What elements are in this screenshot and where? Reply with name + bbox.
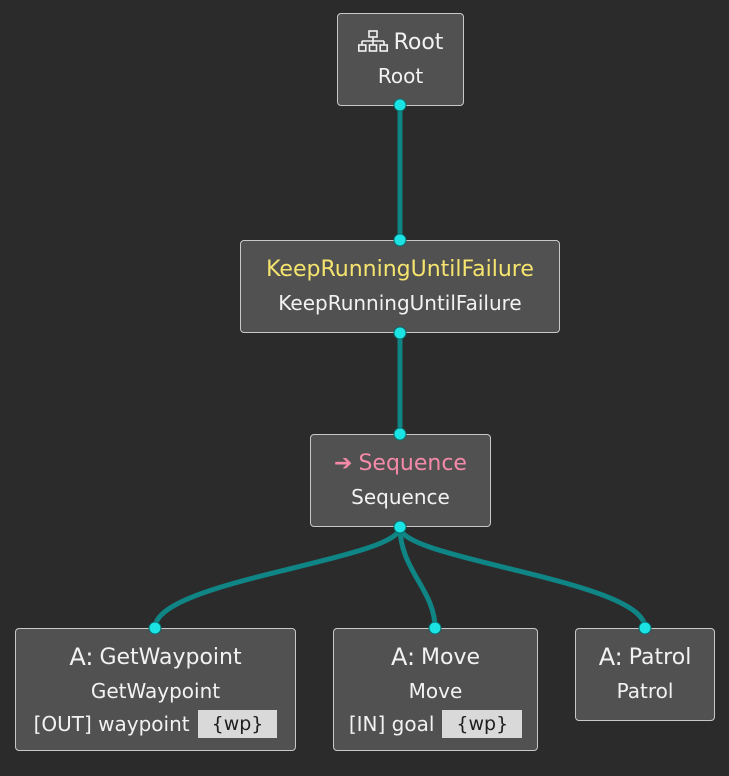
- root-title: Root: [393, 29, 444, 55]
- edge-sequence-patrol: [397, 524, 648, 631]
- get-waypoint-input-port[interactable]: [148, 621, 162, 635]
- root-output-port[interactable]: [393, 98, 407, 112]
- get-waypoint-port-label: [OUT] waypoint: [33, 712, 190, 736]
- sequence-output-port[interactable]: [393, 520, 407, 534]
- move-port-value[interactable]: {wp}: [442, 710, 523, 738]
- root-name: Root: [377, 64, 424, 88]
- action-prefix: A:: [598, 643, 623, 671]
- sequence-node[interactable]: ➔ Sequence Sequence: [310, 434, 491, 527]
- move-title: Move: [421, 644, 481, 670]
- get-waypoint-node[interactable]: A: GetWaypoint GetWaypoint [OUT] waypoin…: [15, 628, 296, 751]
- get-waypoint-name: GetWaypoint: [90, 679, 221, 703]
- sequence-name: Sequence: [351, 485, 450, 509]
- patrol-title: Patrol: [628, 644, 692, 670]
- sequence-title: Sequence: [358, 450, 467, 476]
- keep-running-name: KeepRunningUntilFailure: [278, 291, 522, 315]
- keep-running-input-port[interactable]: [393, 233, 407, 247]
- move-name: Move: [408, 679, 463, 703]
- action-prefix: A:: [69, 643, 94, 671]
- arrow-right-icon: ➔: [334, 450, 353, 476]
- sequence-input-port[interactable]: [393, 427, 407, 441]
- patrol-name: Patrol: [616, 679, 674, 703]
- patrol-input-port[interactable]: [638, 621, 652, 635]
- move-port-label: [IN] goal: [348, 712, 435, 736]
- root-node[interactable]: Root Root: [337, 13, 464, 106]
- get-waypoint-port-value[interactable]: {wp}: [197, 710, 278, 738]
- get-waypoint-title: GetWaypoint: [99, 644, 242, 670]
- keep-running-output-port[interactable]: [393, 326, 407, 340]
- move-node[interactable]: A: Move Move [IN] goal {wp}: [333, 628, 538, 751]
- edge-sequence-getwaypoint: [152, 524, 403, 631]
- tree-hierarchy-icon: [357, 30, 388, 54]
- action-prefix: A:: [390, 643, 416, 671]
- move-input-port[interactable]: [428, 621, 442, 635]
- keep-running-node[interactable]: KeepRunningUntilFailure KeepRunningUntil…: [240, 240, 560, 333]
- edge-sequence-move: [397, 524, 438, 631]
- keep-running-title: KeepRunningUntilFailure: [266, 256, 534, 282]
- patrol-node[interactable]: A: Patrol Patrol: [575, 628, 715, 721]
